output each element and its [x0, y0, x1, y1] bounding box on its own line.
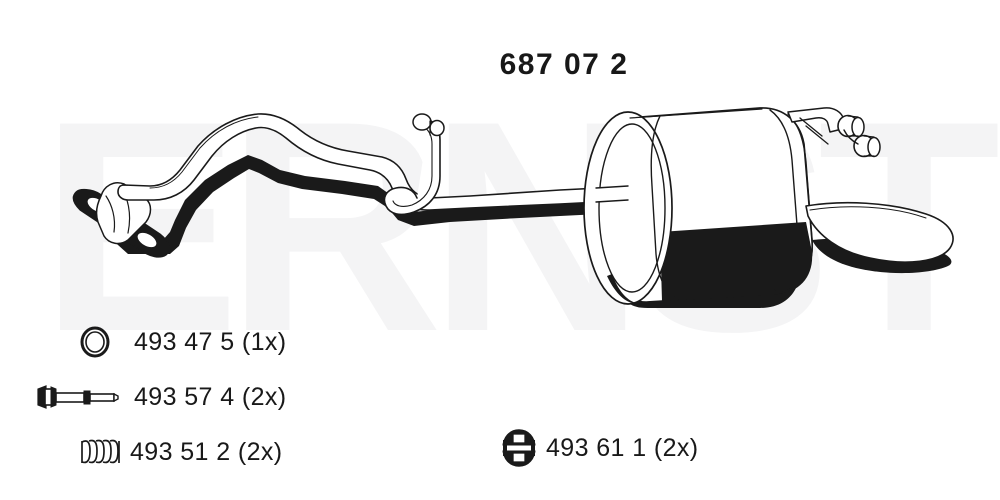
hanger-pin-lower	[853, 134, 875, 158]
part-number-label: 493 47 5 (1x)	[134, 327, 287, 356]
part-list-item[interactable]: 493 47 5 (1x)	[78, 322, 287, 362]
flange-hole-lower	[136, 231, 158, 249]
part-number-title: 687 07 2	[499, 48, 629, 81]
silencer-end-cap-inner	[598, 123, 666, 293]
gasket-ring-icon	[78, 322, 134, 362]
hanger-rod	[383, 113, 445, 216]
hanger-rod-knob	[412, 113, 432, 131]
parts-list-right-column: 493 61 1 (2x)	[500, 428, 699, 468]
page-title: 687 07 2	[0, 48, 1000, 82]
rubber-mount-icon	[500, 428, 546, 468]
silencer-shadow-band	[628, 232, 812, 308]
part-number-label: 493 51 2 (2x)	[130, 437, 283, 466]
hanger-pins	[787, 107, 881, 158]
mid-pipe-to-silencer	[595, 185, 640, 203]
silencer-end-cap-outer	[583, 111, 673, 305]
spring-icon	[78, 432, 130, 472]
front-pipe-shadow	[108, 155, 640, 254]
part-list-item[interactable]: 493 51 2 (2x)	[78, 432, 283, 472]
rear-silencer	[583, 107, 813, 308]
part-number-label: 493 57 4 (2x)	[134, 382, 287, 411]
hanger-pin-upper	[837, 114, 859, 138]
front-flange	[72, 182, 170, 258]
front-pipe	[117, 113, 641, 211]
flange-hole-upper	[86, 196, 108, 214]
part-list-item[interactable]: 493 61 1 (2x)	[500, 428, 699, 468]
part-number-label: 493 61 1 (2x)	[546, 433, 699, 462]
bolt-icon	[34, 377, 134, 417]
tailpipe	[805, 201, 954, 274]
tailpipe-shadow	[812, 238, 952, 274]
part-list-item[interactable]: 493 57 4 (2x)	[34, 377, 287, 417]
